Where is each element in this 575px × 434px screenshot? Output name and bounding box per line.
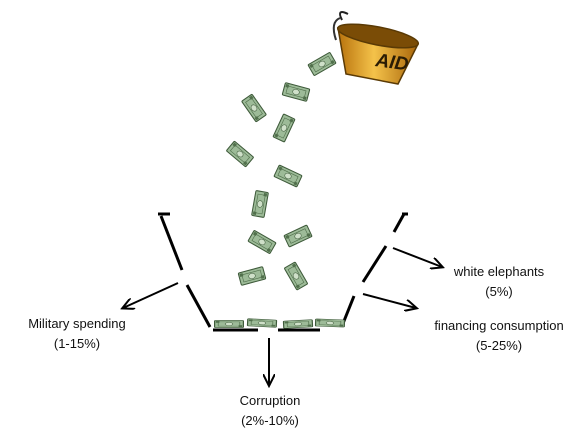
- banknote: [225, 140, 255, 168]
- arrow-military: [123, 282, 179, 308]
- pooled-banknotes: [214, 318, 346, 329]
- pooled-banknote: [314, 318, 346, 328]
- consumption-name: financing consumption: [434, 318, 564, 333]
- banknote: [251, 189, 269, 219]
- pooled-banknote: [246, 318, 278, 328]
- banknote: [247, 229, 277, 255]
- corruption-range: (2%-10%): [241, 413, 299, 428]
- banknote: [283, 261, 309, 291]
- military-name: Military spending: [28, 316, 126, 331]
- military-range: (1-15%): [53, 336, 101, 351]
- aid-bucket: AID: [332, 11, 420, 85]
- banknote: [273, 164, 303, 188]
- arrow-white-elephants: [392, 247, 442, 267]
- white-elephants-range: (5%): [485, 284, 513, 299]
- corruption-label: Corruption (2%-10%): [214, 391, 326, 431]
- corruption-name: Corruption: [239, 393, 301, 408]
- bucket-label: AID: [373, 50, 410, 76]
- banknote: [237, 266, 267, 286]
- falling-banknotes: [225, 51, 337, 291]
- banknote: [283, 224, 313, 248]
- white-elephants-name: white elephants: [453, 264, 545, 279]
- banknote: [307, 51, 337, 77]
- white-elephants-label: white elephants (5%): [441, 262, 557, 302]
- banknote: [241, 93, 267, 123]
- consumption-range: (5-25%): [475, 338, 523, 353]
- banknote: [281, 82, 311, 102]
- consumption-label: financing consumption (5-25%): [426, 316, 572, 356]
- pooled-banknote: [214, 319, 244, 329]
- military-label: Military spending (1-15%): [3, 314, 151, 354]
- banknote: [272, 113, 296, 143]
- arrow-consumption: [362, 293, 416, 308]
- funnel-outline: [158, 212, 408, 332]
- pooled-banknote: [282, 319, 314, 329]
